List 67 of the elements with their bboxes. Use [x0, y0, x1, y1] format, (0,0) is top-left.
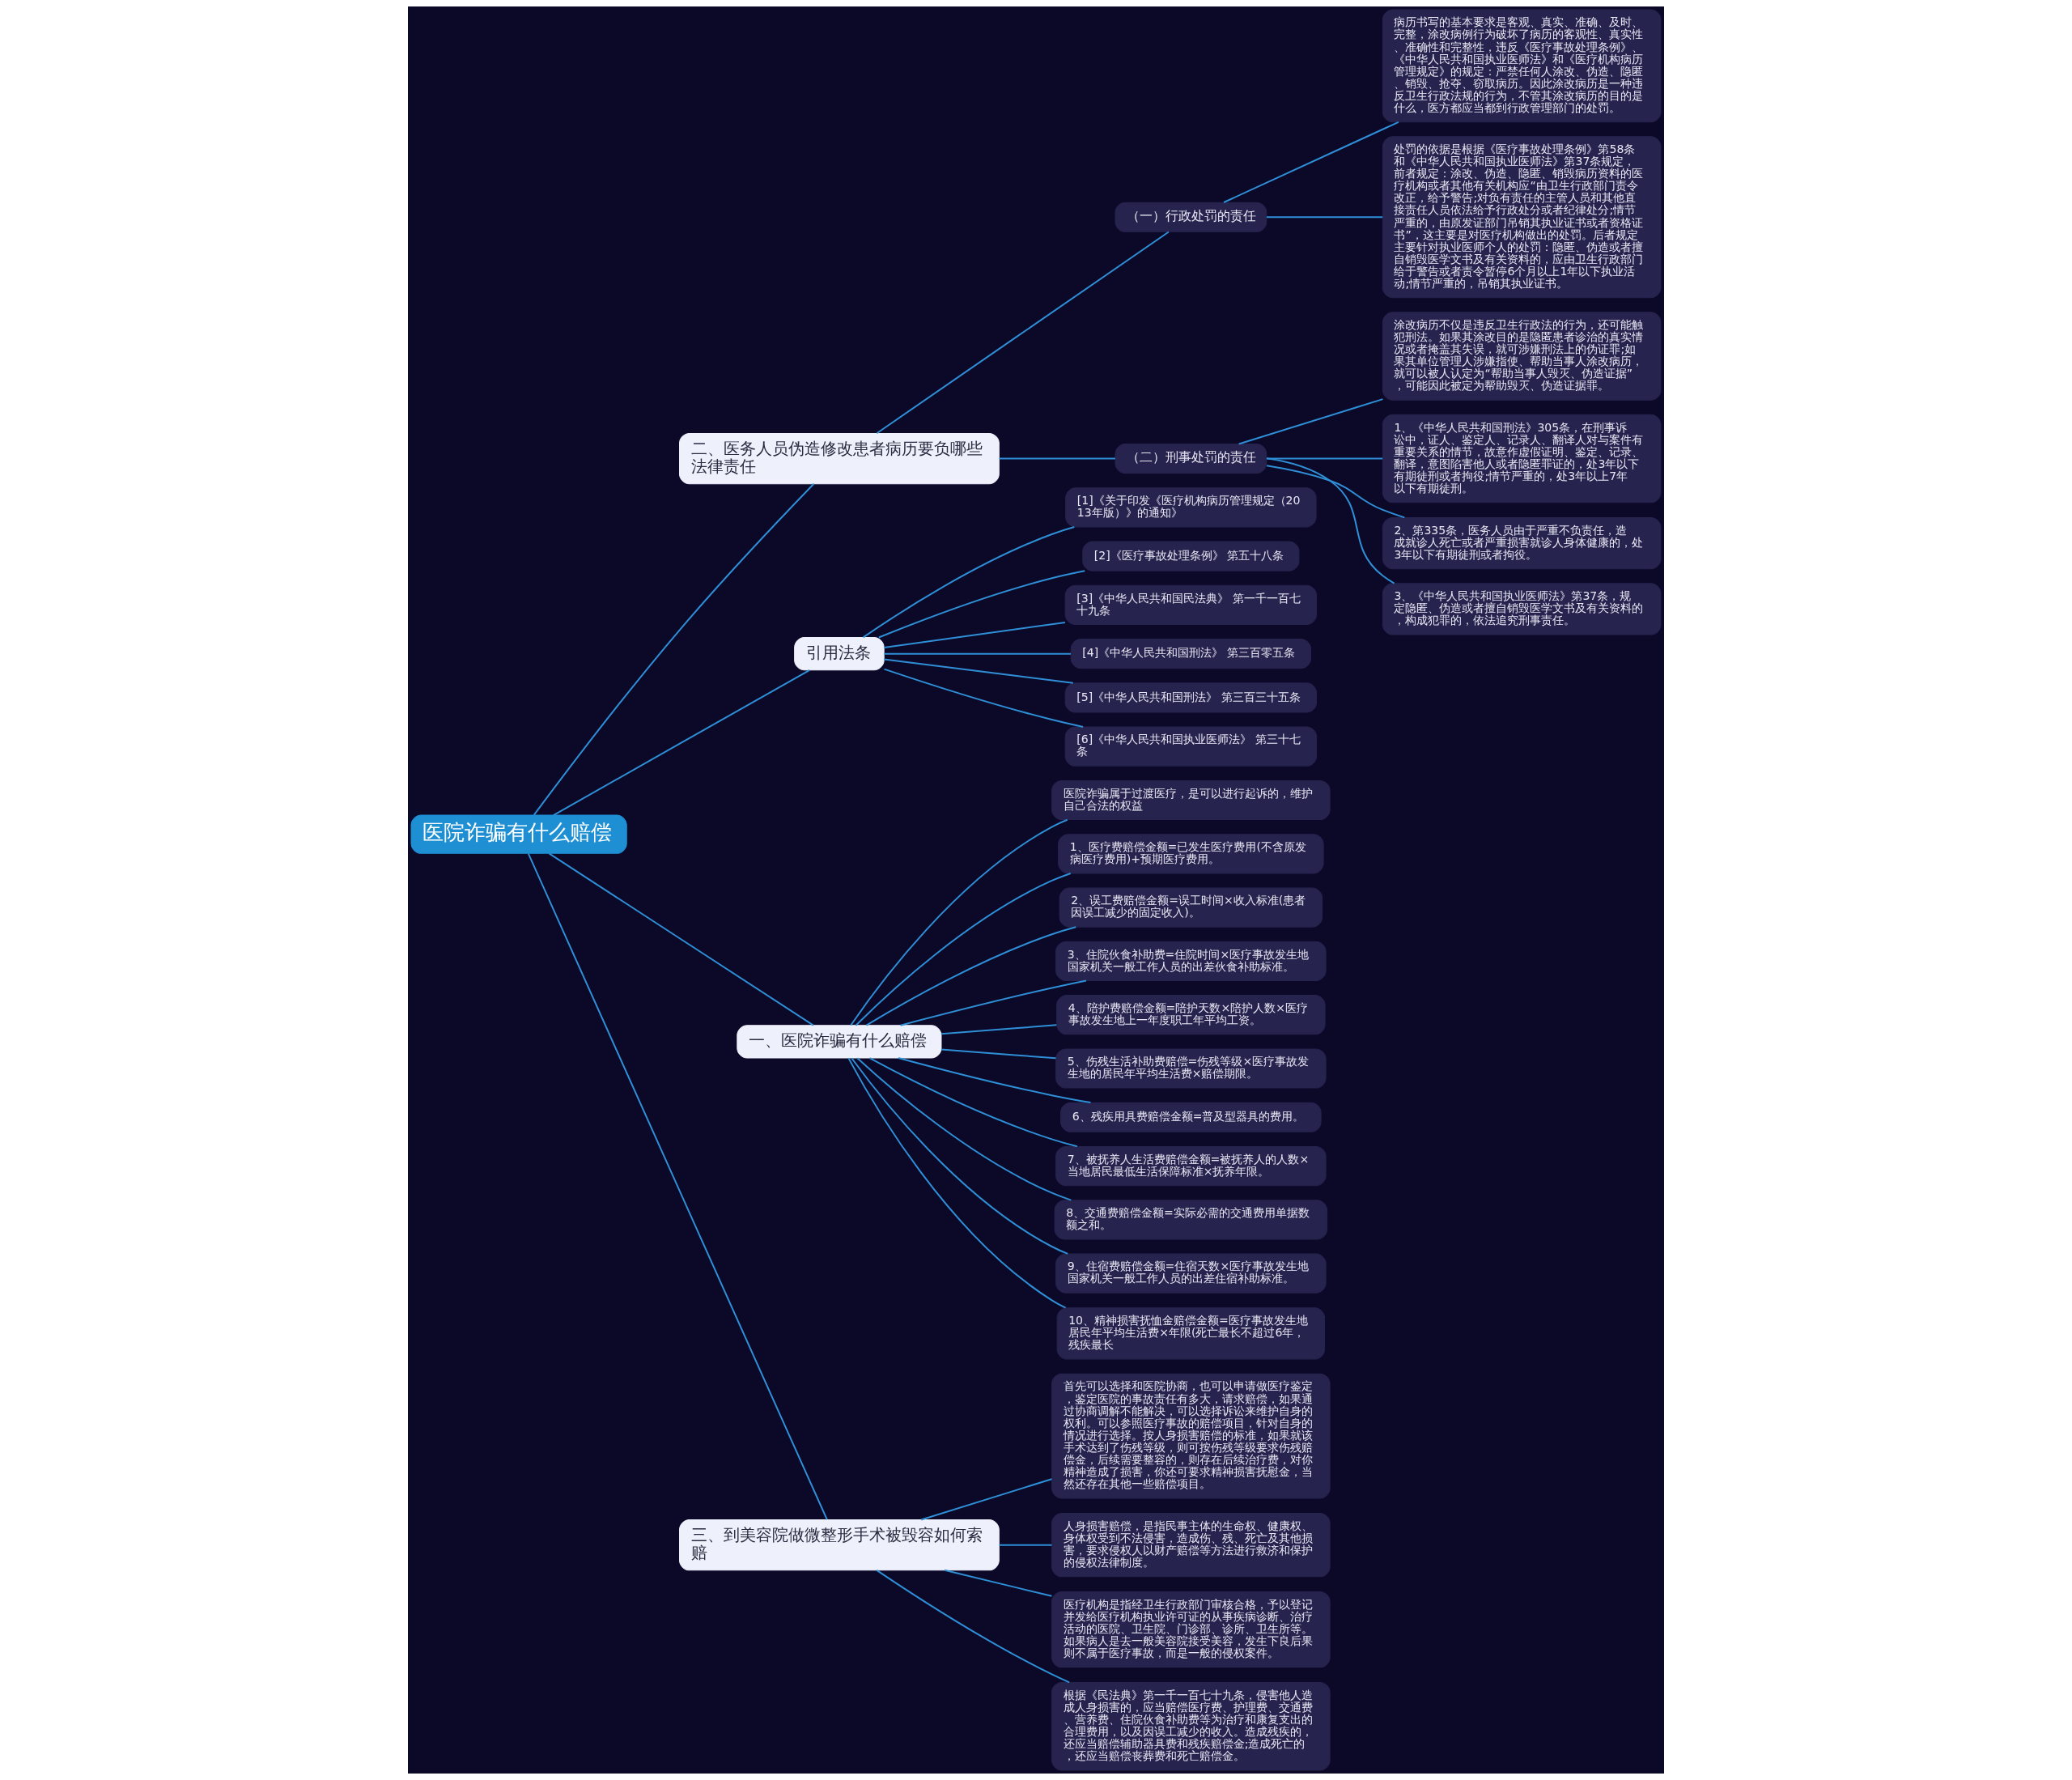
node-box: [3]《中华人民共和国民法典》 第一千一百七十九条	[1064, 584, 1318, 625]
connector	[533, 483, 815, 816]
node-box: [5]《中华人民共和国刑法》 第三百三十五条	[1064, 682, 1318, 713]
connector	[548, 852, 814, 1026]
node-box: 引用法条	[794, 637, 885, 671]
node-box: 3、《中华人民共和国执业医师法》第37条，规定隐匿、伪造或者擅自销毁医学文书及有关资料的，构成犯罪的，依法追究刑事责任。	[1382, 583, 1662, 635]
node-box: 7、被抚养人生活费赔偿金额=被抚养人的人数×当地居民最低生活保障标准×抚养年限。	[1055, 1145, 1327, 1187]
connector	[944, 1569, 1052, 1597]
node-box: 医院诈骗属于过渡医疗，是可以进行起诉的，维护自己合法的权益	[1051, 780, 1331, 821]
connector	[1223, 121, 1399, 203]
connector	[850, 818, 1068, 1026]
node-box: 4、陪护费赔偿金额=陪护天数×陪护人数×医疗事故发生地上一年度职工年平均工资。	[1056, 995, 1326, 1035]
node-box: （二）刑事处罚的责任	[1115, 444, 1267, 474]
connector	[999, 1544, 1052, 1546]
node-box: 一、医院诈骗有什么赔偿	[737, 1025, 942, 1059]
node-box: 医疗机构是指经卫生行政部门审核合格，予以登记并发给医疗机构执业许可证的从事疾病诊断、治疗活动的医院、卫生院、门诊部、诊所、卫生所等。如果病人是去一般美容院接受美容，发生下良后果则不属于医疗事故，而是一般的侵权案件。	[1051, 1591, 1331, 1668]
connector	[1266, 457, 1383, 460]
connector	[884, 621, 1066, 649]
node-box: 处罚的依据是根据《医疗事故处理条例》第58条和《中华人民共和国执业医师法》第37条规定，前者规定：涂改、伪造、隐匿、销毁病历资料的医疗机构或者其他有关机构应“由卫生行政部门责令改正，给予警告;对负有责任的主管人员和其他直接责任人员依法给予行政处分或者纪律处分;情节严重的，由原发证部门吊销其执业证书或者资格证书”，这主要是对医疗机构做出的处罚。后者规定主要针对执业医师个人的处罚：隐匿、伪造或者擅自销毁医学文书及有关资料的，应由卫生行政部门给于警告或者责令暂停6个月以上1年以下执业活动;情节严重的，吊销其执业证书。	[1382, 136, 1662, 299]
connector	[869, 1057, 1078, 1148]
node-box: 3、住院伙食补助费=住院时间×医疗事故发生地国家机关一般工作人员的出差伙食补助标准。	[1055, 941, 1327, 981]
connector	[1266, 457, 1395, 584]
node-box: 10、精神损害抚恤金赔偿金额=医疗事故发生地居民年平均生活费×年限(死亡最长不超过6年，残疾最长	[1056, 1307, 1326, 1360]
connector	[855, 872, 1072, 1026]
connector	[884, 652, 1071, 655]
connector	[863, 526, 1075, 639]
connector	[900, 979, 1087, 1026]
connector	[1266, 216, 1383, 219]
connector	[884, 658, 1073, 684]
connector	[865, 926, 1076, 1026]
node-box: 9、住宿费赔偿金额=住宿天数×医疗事故发生地国家机关一般工作人员的出差住宿补助标准。	[1055, 1253, 1327, 1294]
node-box: 医院诈骗有什么赔偿	[410, 814, 627, 854]
node-box: [4]《中华人民共和国刑法》 第三百零五条	[1070, 639, 1312, 669]
connector	[876, 1570, 1070, 1684]
connector	[940, 1024, 1057, 1035]
node-box: 二、医务人员伪造修改患者病历要负哪些法律责任	[679, 432, 1000, 485]
connector	[876, 231, 1170, 435]
connector	[884, 668, 1084, 728]
node-box: 涂改病历不仅是违反卫生行政法的行为，还可能触犯刑法。如果其涂改目的是隐匿患者诊治的真实情况或者掩盖其失误，就可涉嫌刑法上的伪证罪;如果其单位管理人涉嫌指使、帮助当事人涂改病历，就可以被人认定为“帮助当事人毁灭、伪造证据”，可能因此被定为帮助毁灭、伪造证据罪。	[1382, 312, 1662, 401]
node-box: （一）行政处罚的责任	[1115, 202, 1267, 232]
node-box: 5、伤残生活补助费赔偿=伤残等级×医疗事故发生地的居民年平均生活费×赔偿期限。	[1055, 1048, 1327, 1089]
connector	[553, 669, 810, 816]
node-box: 8、交通费赔偿金额=实际必需的交通费用单据数额之和。	[1054, 1200, 1328, 1240]
connector	[527, 853, 828, 1520]
node-box: [1]《关于印发《医疗机构病历管理规定（2013年版）》的通知》	[1065, 487, 1317, 528]
connector	[856, 1057, 1072, 1201]
node-box: 病历书写的基本要求是客观、真实、准确、及时、完整，涂改病例行为破坏了病历的客观性、真实性、准确性和完整性，违反《医疗事故处理条例》、《中华人民共和国执业医师法》和《医疗机构病历管理规定》的规定：严禁任何人涂改、伪造、隐匿、销毁、抢夺、窃取病历。因此涂改病历是一种违反卫生行政法规的行为，不管其涂改病历的目的是什么，医方都应当都到行政管理部门的处罚。	[1382, 9, 1662, 123]
connector	[851, 1057, 1068, 1255]
node-box: 人身损害赔偿，是指民事主体的生命权、健康权、身体权受到不法侵害，造成伤、残、死亡及其他损害，要求侵权人以财产赔偿等方法进行救济和保护的侵权法律制度。	[1051, 1512, 1331, 1578]
node-box: 1、《中华人民共和国刑法》305条，在刑事诉讼中，证人、鉴定人、记录人、翻译人对与案件有重要关系的情节，故意作虚假证明、鉴定、记录、翻译，意图陷害他人或者隐匿罪证的，处3年以下有期徒刑或者拘役;情节严重的，处3年以上7年以下有期徒刑。	[1382, 414, 1662, 503]
node-box: 三、到美容院做微整形手术被毁容如何索赔	[679, 1519, 1000, 1571]
node-box: 2、第335条，医务人员由于严重不负责任，造成就诊人死亡或者严重损害就诊人身体健康的，处3年以下有期徒刑或者拘役。	[1382, 516, 1662, 570]
connector	[1266, 465, 1405, 519]
connector	[1238, 398, 1383, 445]
node-box: 根据《民法典》第一千一百七十九条，侵害他人造成人身损害的，应当赔偿医疗费、护理费、交通费、营养费、住院伙食补助费等为治疗和康复支出的合理费用，以及因误工减少的收入。造成残疾的，还应当赔偿辅助器具费和残疾赔偿金;造成死亡的，还应当赔偿丧葬费和死亡赔偿金。	[1051, 1681, 1331, 1771]
node-box: [2]《医疗事故处理条例》 第五十八条	[1082, 541, 1300, 571]
connector	[847, 1057, 1066, 1309]
connector	[920, 1478, 1052, 1521]
node-box: 首先可以选择和医院协商，也可以申请做医疗鉴定，鉴定医院的事故责任有多大，请求赔偿，如果通过协商调解不能解决，可以选择诉讼来维护自身的权利。可以参照医疗事故的赔偿项目，针对自身的情况进行选择。按人身损害赔偿的标准，如果就该手术达到了伤残等级，则可按伤残等级要求伤残赔偿金，后续需要整容的，则存在后续治疗费，对你精神造成了损害，你还可要求精神损害抚慰金，当然还存在其他一些赔偿项目。	[1051, 1373, 1331, 1499]
connector	[878, 570, 1085, 639]
connector	[940, 1048, 1056, 1060]
node-box: [6]《中华人民共和国执业医师法》 第三十七条	[1064, 726, 1318, 767]
connector	[999, 457, 1115, 460]
node-box: 6、残疾用具费赔偿金额=普及型器具的费用。	[1060, 1102, 1322, 1132]
node-box: 2、误工费赔偿金额=误工时间×收入标准(患者因误工减少的固定收入)。	[1059, 887, 1323, 928]
connector	[898, 1057, 1091, 1104]
node-box: 1、医疗费赔偿金额=已发生医疗费用(不含原发病医疗费用)+预期医疗费用。	[1058, 834, 1324, 874]
